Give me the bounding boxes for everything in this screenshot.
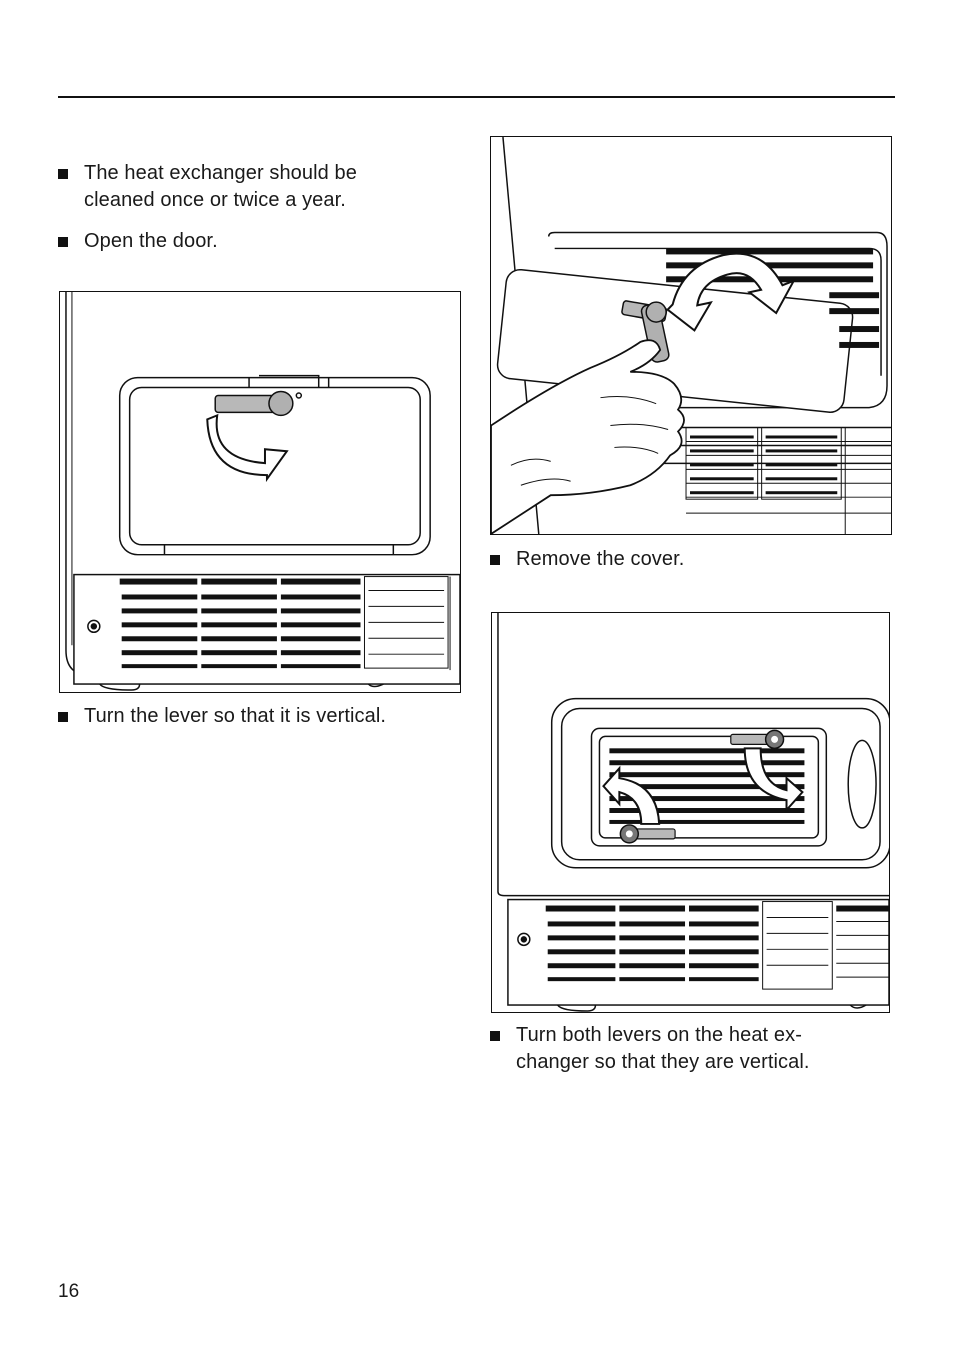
step-line-1: Turn both levers on the heat ex- bbox=[516, 1024, 802, 1046]
figure-heat-exchanger-levers bbox=[491, 612, 890, 1013]
lever-door-illustration bbox=[65, 292, 460, 691]
step-line-1: The heat exchanger should be bbox=[84, 162, 357, 184]
square-bullet-icon bbox=[58, 712, 68, 722]
page-number: 16 bbox=[58, 1281, 80, 1302]
step-text: Open the door. bbox=[84, 230, 218, 252]
step-turn-lever: Turn the lever so that it is vertical. bbox=[58, 703, 468, 730]
rotate-arrow-icon bbox=[206, 413, 289, 483]
square-bullet-icon bbox=[58, 169, 68, 179]
step-line-2: cleaned once or twice a year. bbox=[84, 189, 346, 211]
figure-lever-door bbox=[59, 291, 461, 693]
step-line-2: changer so that they are vertical. bbox=[516, 1051, 810, 1073]
square-bullet-icon bbox=[490, 1031, 500, 1041]
remove-cover-illustration bbox=[491, 137, 891, 534]
rotate-arrow-icon bbox=[602, 765, 661, 825]
square-bullet-icon bbox=[58, 237, 68, 247]
rotate-arrow-icon bbox=[743, 747, 804, 813]
step-clean-frequency: The heat exchanger should be cleaned onc… bbox=[58, 160, 458, 214]
rotate-arrow-icon bbox=[666, 252, 796, 332]
header-rule bbox=[58, 96, 895, 98]
figure-remove-cover bbox=[490, 136, 892, 535]
step-open-door: Open the door. bbox=[58, 228, 458, 255]
square-bullet-icon bbox=[490, 555, 500, 565]
heat-exchanger-illustration bbox=[497, 613, 889, 1012]
step-remove-cover: Remove the cover. bbox=[490, 546, 900, 573]
step-turn-both-levers: Turn both levers on the heat ex- changer… bbox=[490, 1022, 900, 1076]
step-text: Turn the lever so that it is vertical. bbox=[84, 705, 387, 727]
step-text: Remove the cover. bbox=[516, 548, 685, 570]
